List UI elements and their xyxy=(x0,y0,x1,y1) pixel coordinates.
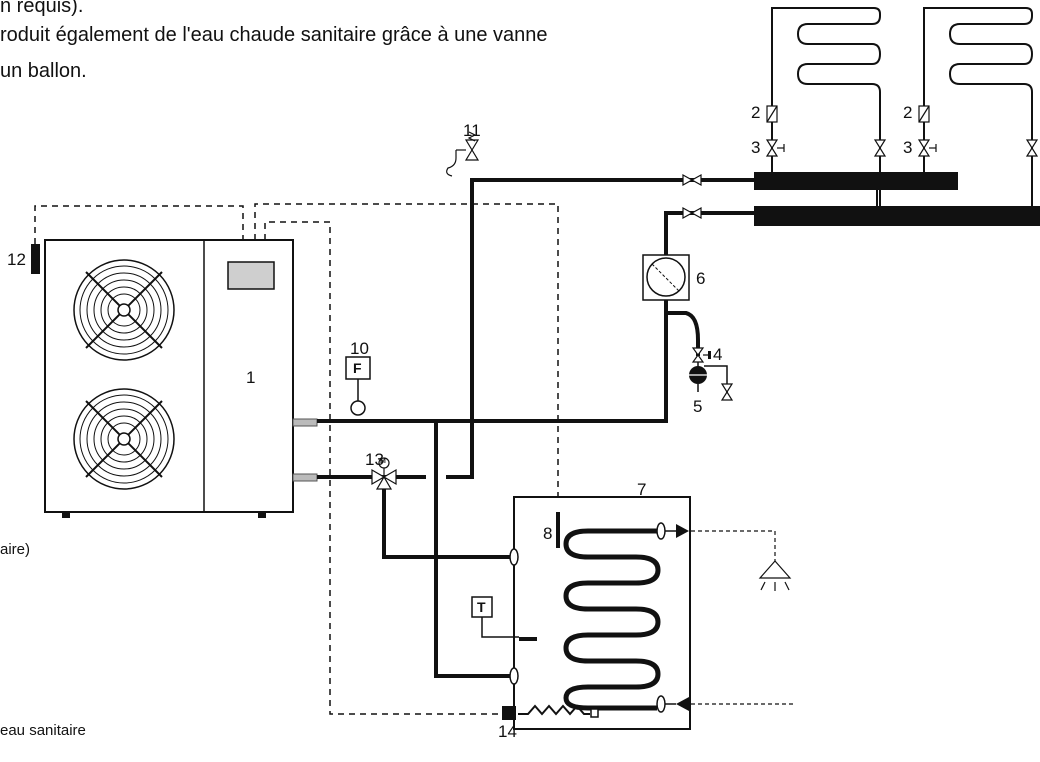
label-13: 13 xyxy=(365,450,384,469)
label-6: 6 xyxy=(696,269,706,288)
controller-box xyxy=(227,261,275,290)
dhw-outlet xyxy=(665,524,776,561)
label-14: 14 xyxy=(498,722,517,741)
label-8: 8 xyxy=(543,524,553,543)
intro-line-2: roduit également de l'eau chaude sanitai… xyxy=(0,24,548,46)
expansion-vessel xyxy=(689,347,734,401)
three-way-valve xyxy=(371,457,397,490)
heat-pump-unit xyxy=(44,239,318,518)
temperature-sensor xyxy=(471,596,519,638)
motor-letter: M xyxy=(380,458,386,465)
control-wiring xyxy=(34,203,559,715)
flow-sensor xyxy=(345,356,371,416)
drain-pipe xyxy=(704,365,728,394)
temperature-sensor-letter: T xyxy=(477,599,486,615)
filter-icon xyxy=(642,254,690,313)
shower-icon xyxy=(758,560,792,591)
balancing-valve xyxy=(765,139,1039,157)
side-note-1: aire) xyxy=(0,541,31,558)
manifold-return xyxy=(754,206,1040,226)
label-3a: 3 xyxy=(751,138,761,157)
dhw-tank xyxy=(509,496,691,730)
electric-heater xyxy=(518,704,590,716)
label-1: 1 xyxy=(246,368,256,387)
safety-valve xyxy=(446,131,480,177)
cold-water-inlet xyxy=(665,697,795,711)
gate-valve xyxy=(682,173,702,220)
fan-icon xyxy=(73,259,175,361)
label-7: 7 xyxy=(637,480,647,499)
label-10: 10 xyxy=(350,339,369,358)
floor-heating-loop xyxy=(771,7,1034,206)
fan-icon xyxy=(73,388,175,490)
label-4: 4 xyxy=(713,345,723,364)
intro-line-1: n requis). xyxy=(0,0,84,17)
heater-thermostat xyxy=(502,706,516,720)
flow-meter xyxy=(766,105,930,123)
intro-line-3: un ballon. xyxy=(0,60,87,82)
label-3b: 3 xyxy=(903,138,913,157)
label-12: 12 xyxy=(7,250,26,269)
outdoor-sensor xyxy=(31,244,40,274)
label-2a: 2 xyxy=(751,103,761,122)
label-5: 5 xyxy=(693,397,703,416)
flow-sensor-letter: F xyxy=(353,360,362,376)
side-note-2: eau sanitaire xyxy=(0,722,86,739)
manifold-supply xyxy=(754,172,958,190)
label-11: 11 xyxy=(463,121,481,140)
label-2b: 2 xyxy=(903,103,913,122)
hydraulic-piping xyxy=(317,178,756,678)
heating-coil xyxy=(563,528,661,711)
